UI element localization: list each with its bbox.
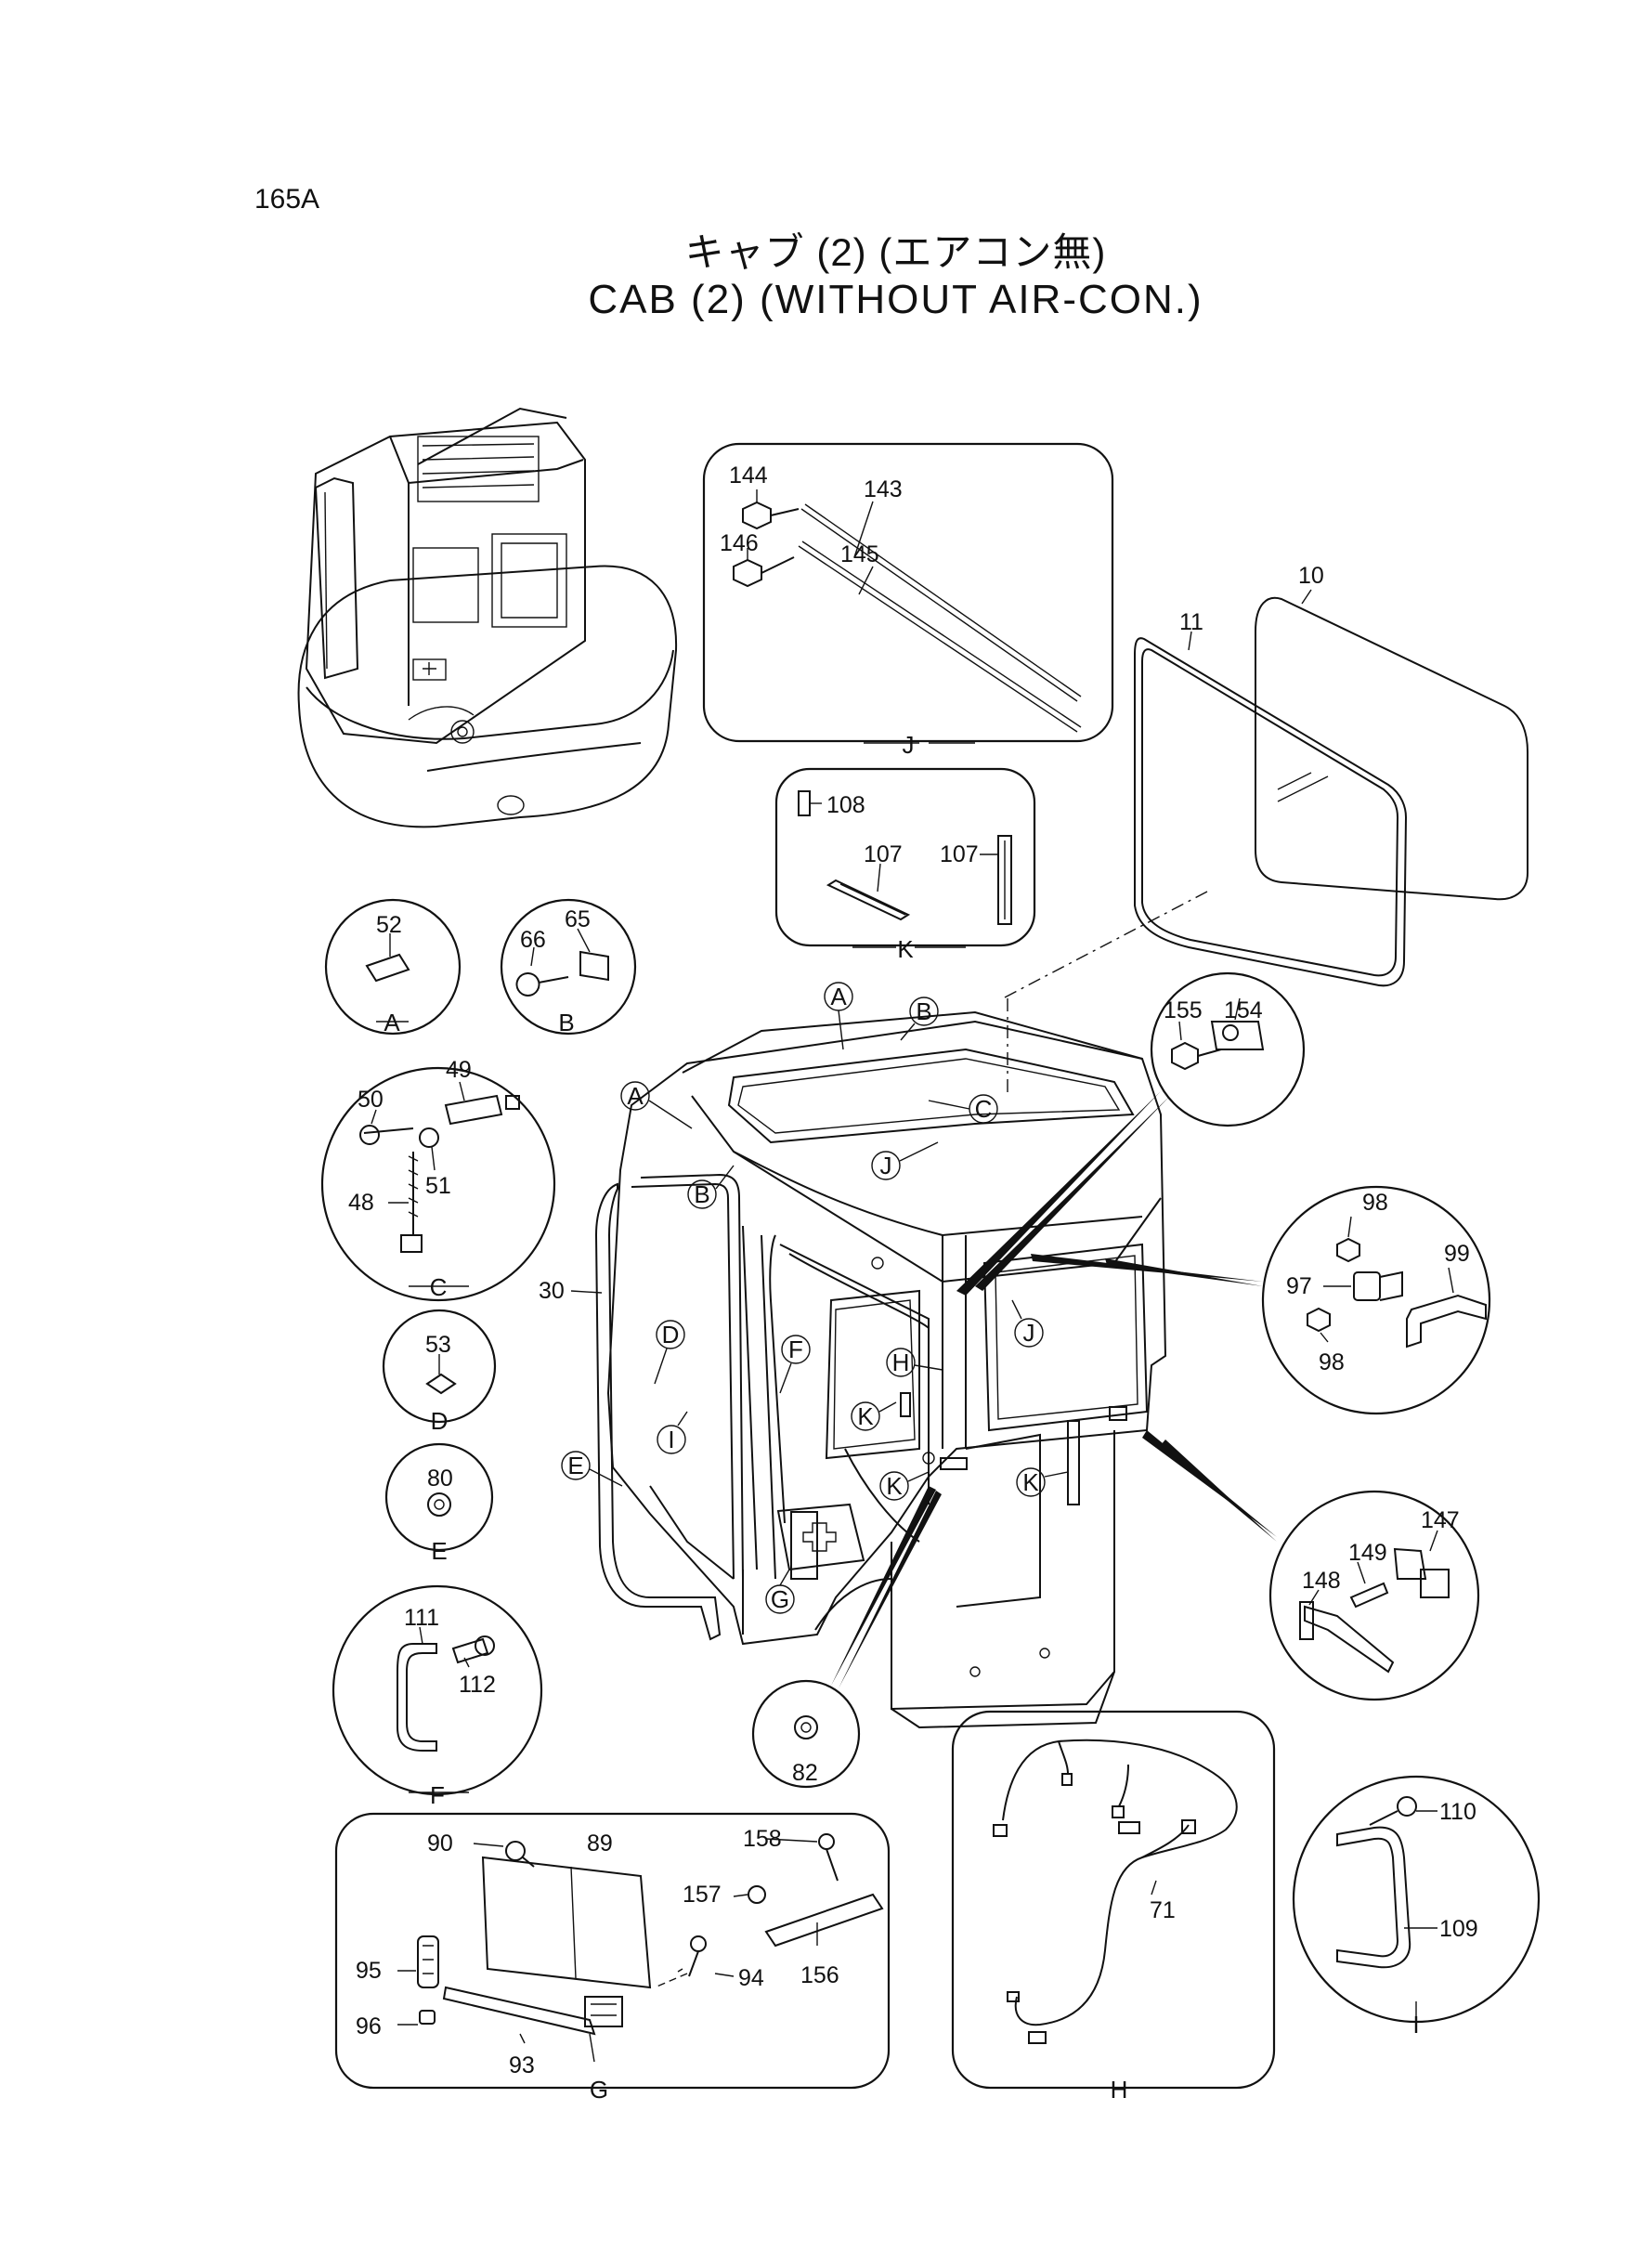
callout-c: C [975, 1095, 993, 1123]
detail-label-d: D [431, 1407, 449, 1435]
detail-label-h: H [1111, 2076, 1128, 2104]
part-number-112: 112 [459, 1672, 496, 1698]
detail-label-k: K [897, 935, 914, 963]
part-number-155: 155 [1164, 997, 1203, 1023]
part-number-158: 158 [743, 1826, 782, 1852]
part-number-111: 111 [404, 1605, 439, 1631]
title-english: CAB (2) (WITHOUT AIR-CON.) [588, 277, 1203, 322]
part-number-98-b: 98 [1319, 1349, 1345, 1375]
part-number-96: 96 [356, 2013, 382, 2039]
part-number-52: 52 [376, 912, 402, 938]
callout-b-top: B [916, 997, 931, 1025]
part-number-146: 146 [720, 530, 759, 556]
callout-e: E [567, 1452, 583, 1479]
part-number-143: 143 [864, 476, 903, 502]
part-number-66: 66 [520, 927, 546, 953]
callout-a-left: A [627, 1082, 644, 1110]
part-number-95: 95 [356, 1958, 382, 1984]
detail-box-k [774, 767, 1036, 948]
detail-box-g [334, 1812, 891, 2090]
detail-circle-f [332, 1584, 543, 1796]
part-number-82: 82 [792, 1760, 818, 1786]
part-number-90: 90 [427, 1831, 453, 1857]
detail-label-f: F [430, 1781, 445, 1809]
callout-d: D [662, 1321, 680, 1348]
detail-circle-c [320, 1066, 556, 1302]
detail-box-h [951, 1710, 1276, 2090]
callout-k-1: K [857, 1402, 874, 1430]
part-number-98-a: 98 [1362, 1190, 1388, 1216]
detail-circle-a [324, 898, 462, 1036]
detail-label-b: B [558, 1009, 574, 1036]
part-number-154: 154 [1224, 997, 1263, 1023]
part-number-149: 149 [1348, 1540, 1387, 1566]
part-number-30: 30 [539, 1278, 565, 1304]
callout-k-2: K [886, 1472, 903, 1500]
part-number-11: 11 [1179, 609, 1203, 635]
detail-circle-82 [751, 1486, 942, 1789]
door-seal-drawing [570, 1173, 744, 1641]
part-number-51: 51 [425, 1173, 451, 1199]
detail-circle-154-155 [956, 971, 1306, 1296]
detail-circle-i [1292, 1775, 1541, 2024]
detail-label-i: I [1412, 2011, 1419, 2039]
part-number-157: 157 [683, 1882, 722, 1908]
part-number-107-a: 107 [864, 841, 903, 867]
detail-label-a: A [384, 1009, 400, 1036]
part-number-65: 65 [565, 906, 591, 932]
part-number-144: 144 [729, 463, 768, 489]
callout-f: F [788, 1335, 803, 1363]
detail-circle-97-98-99 [1031, 1185, 1491, 1415]
part-number-145: 145 [840, 541, 879, 567]
part-number-48: 48 [348, 1190, 374, 1216]
part-number-110: 110 [1439, 1799, 1476, 1825]
part-number-108: 108 [826, 792, 865, 818]
part-number-10: 10 [1298, 563, 1324, 589]
part-number-147: 147 [1421, 1507, 1460, 1533]
callout-j-right: J [1023, 1319, 1035, 1347]
callout-b-left: B [694, 1180, 709, 1208]
detail-circle-e [384, 1442, 494, 1552]
part-number-97: 97 [1286, 1273, 1312, 1299]
part-number-93: 93 [509, 2052, 535, 2078]
callout-i: I [668, 1426, 674, 1453]
callout-g: G [771, 1585, 789, 1613]
part-number-71: 71 [1150, 1897, 1176, 1923]
part-number-89: 89 [587, 1831, 613, 1857]
callout-a-top: A [830, 983, 847, 1010]
part-number-156: 156 [800, 1962, 839, 1988]
window-glass-and-seal [1002, 589, 1528, 1096]
detail-circle-d [382, 1309, 497, 1424]
cab-callouts [561, 982, 1127, 1614]
detail-label-c: C [430, 1273, 448, 1301]
part-number-94: 94 [738, 1965, 764, 1991]
callout-k-3: K [1022, 1468, 1039, 1496]
part-number-80: 80 [427, 1466, 453, 1492]
part-number-49: 49 [446, 1057, 472, 1083]
cab-frame-drawing [606, 1010, 1167, 1729]
detail-label-j: J [903, 731, 915, 759]
part-number-53: 53 [425, 1332, 451, 1358]
detail-circle-b [500, 898, 637, 1036]
detail-box-j [702, 442, 1114, 744]
detail-label-g: G [590, 2076, 608, 2104]
detail-circle-147-148-149 [1142, 1430, 1480, 1701]
part-number-109: 109 [1439, 1916, 1478, 1942]
machine-overview-drawing [297, 407, 678, 828]
callout-j-top: J [880, 1152, 892, 1179]
callout-h: H [892, 1348, 910, 1376]
part-number-148: 148 [1302, 1568, 1341, 1594]
part-number-107-b: 107 [940, 841, 979, 867]
part-number-99: 99 [1444, 1241, 1470, 1267]
detail-label-e: E [431, 1537, 447, 1565]
title-japanese: キャブ (2) (エアコン無) [684, 230, 1107, 274]
page-code: 165A [254, 184, 320, 215]
part-number-50: 50 [358, 1087, 384, 1113]
